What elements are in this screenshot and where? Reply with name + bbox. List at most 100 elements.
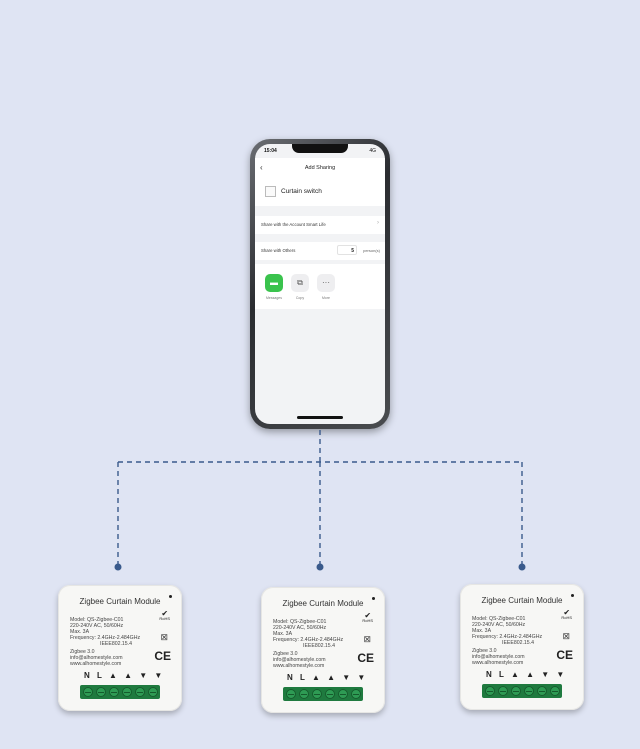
share-others-label: Share with Others — [261, 248, 296, 253]
terminal-screw — [148, 687, 158, 697]
share-others-row: Share with Others 5 person(s) — [255, 242, 385, 260]
weee-bin-icon: ⊠ — [160, 632, 168, 642]
terminal-block — [482, 684, 562, 698]
module-email: info@alhomestyle.com — [70, 655, 123, 661]
module-zigbee: Zigbee 3.0 — [273, 651, 298, 657]
module-max: Max. 3A — [273, 631, 293, 637]
terminal-screw — [312, 689, 322, 699]
weee-bin-icon: ⊠ — [562, 631, 570, 641]
module-title: Zigbee Curtain Module — [481, 596, 563, 605]
terminal-screw — [537, 686, 547, 696]
rohs-label: RoHS — [561, 615, 572, 620]
module-voltage: 220-240V AC, 50/60Hz — [273, 625, 327, 631]
module-model: Model: QS-Zigbee-C01 — [273, 619, 327, 625]
module-website: www.alhomestyle.com — [472, 660, 524, 666]
terminal-screw — [325, 689, 335, 699]
app-header: ‹ Add Sharing — [255, 158, 385, 178]
checkmark-icon: ✔ — [364, 611, 372, 620]
phone-screen: 15:04 4G ‹ Add Sharing Curtain switch Sh… — [255, 144, 385, 424]
module-frequency: Frequency: 2.4GHz-2.484GHz — [70, 635, 141, 641]
weee-bin-icon: ⊠ — [363, 634, 371, 644]
module-title: Zigbee Curtain Module — [282, 599, 364, 608]
module-body: Zigbee Curtain Module Model: QS-Zigbee-C… — [261, 587, 385, 713]
share-option-copy[interactable]: ⧉ Copy — [289, 274, 311, 300]
ce-mark: CE — [556, 648, 573, 662]
ce-mark: CE — [154, 649, 171, 663]
module-zigbee: Zigbee 3.0 — [70, 649, 95, 655]
copy-icon: ⧉ — [291, 274, 309, 292]
status-bar: 15:04 4G — [255, 144, 385, 158]
module-model: Model: QS-Zigbee-C01 — [472, 616, 526, 622]
share-option-label: More — [322, 296, 330, 300]
terminal-screw — [550, 686, 560, 696]
terminal-screw — [351, 689, 361, 699]
module-website: www.alhomestyle.com — [273, 663, 325, 669]
terminal-screw — [96, 687, 106, 697]
home-indicator — [297, 416, 343, 419]
share-count-field[interactable]: 5 — [337, 245, 357, 255]
module-model: Model: QS-Zigbee-C01 — [70, 617, 124, 623]
terminal-labels: N L ▲ ▲ ▼ ▼ — [84, 671, 165, 680]
messages-icon: ▬ — [265, 274, 283, 292]
share-option-more[interactable]: ··· More — [315, 274, 337, 300]
checkmark-icon: ✔ — [161, 609, 169, 618]
module-email: info@alhomestyle.com — [273, 657, 326, 663]
terminal-screw — [511, 686, 521, 696]
device-row: Curtain switch — [255, 178, 385, 206]
connector-node-left — [114, 563, 122, 571]
led-indicator — [372, 597, 375, 600]
module-voltage: 220-240V AC, 50/60Hz — [70, 623, 124, 629]
module-zigbee: Zigbee 3.0 — [472, 648, 497, 654]
terminal-screw — [485, 686, 495, 696]
rohs-label: RoHS — [159, 616, 170, 621]
share-option-messages[interactable]: ▬ Messages — [263, 274, 285, 300]
terminal-screw — [286, 689, 296, 699]
smartphone: 15:04 4G ‹ Add Sharing Curtain switch Sh… — [250, 139, 390, 429]
terminal-block — [80, 685, 160, 699]
terminal-screw — [135, 687, 145, 697]
module-max: Max. 3A — [472, 628, 492, 634]
terminal-screw — [83, 687, 93, 697]
chevron-right-icon: › — [377, 220, 379, 226]
led-indicator — [169, 595, 172, 598]
curtain-module-right: Zigbee Curtain Module Model: QS-Zigbee-C… — [460, 584, 584, 710]
checkmark-icon: ✔ — [563, 608, 571, 617]
terminal-block — [283, 687, 363, 701]
terminal-screw — [338, 689, 348, 699]
module-body: Zigbee Curtain Module Model: QS-Zigbee-C… — [460, 584, 584, 710]
share-unit-label: person(s) — [363, 248, 380, 253]
terminal-labels: N L ▲ ▲ ▼ ▼ — [287, 673, 368, 682]
terminal-screw — [109, 687, 119, 697]
share-account-label: Share with the Account Smart Life — [261, 222, 326, 227]
connector-node-center — [316, 563, 324, 571]
module-frequency: Frequency: 2.4GHz-2.484GHz — [472, 634, 543, 640]
terminal-labels: N L ▲ ▲ ▼ ▼ — [486, 670, 567, 679]
module-frequency: Frequency: 2.4GHz-2.484GHz — [273, 637, 344, 643]
module-ieee: IEEE802.15.4 — [502, 640, 535, 646]
terminal-screw — [122, 687, 132, 697]
module-email: info@alhomestyle.com — [472, 654, 525, 660]
module-body: Zigbee Curtain Module Model: QS-Zigbee-C… — [58, 585, 182, 711]
phone-notch — [292, 144, 348, 153]
status-time: 15:04 — [264, 148, 277, 154]
module-ieee: IEEE802.15.4 — [100, 641, 133, 647]
rohs-mark: ✔RoHS — [561, 608, 572, 621]
device-thumbnail — [265, 186, 276, 197]
rohs-mark: ✔RoHS — [159, 609, 170, 622]
back-icon[interactable]: ‹ — [260, 163, 263, 172]
more-icon: ··· — [317, 274, 335, 292]
terminal-screw — [524, 686, 534, 696]
module-ieee: IEEE802.15.4 — [303, 643, 336, 649]
connector-node-right — [518, 563, 526, 571]
share-account-row[interactable]: Share with the Account Smart Life › — [255, 216, 385, 234]
module-max: Max. 3A — [70, 629, 90, 635]
share-option-label: Copy — [295, 296, 305, 300]
led-indicator — [571, 594, 574, 597]
share-option-label: Messages — [266, 296, 282, 300]
status-signal: 4G — [369, 148, 376, 154]
rohs-label: RoHS — [362, 618, 373, 623]
terminal-screw — [498, 686, 508, 696]
rohs-mark: ✔RoHS — [362, 611, 373, 624]
terminal-screw — [299, 689, 309, 699]
